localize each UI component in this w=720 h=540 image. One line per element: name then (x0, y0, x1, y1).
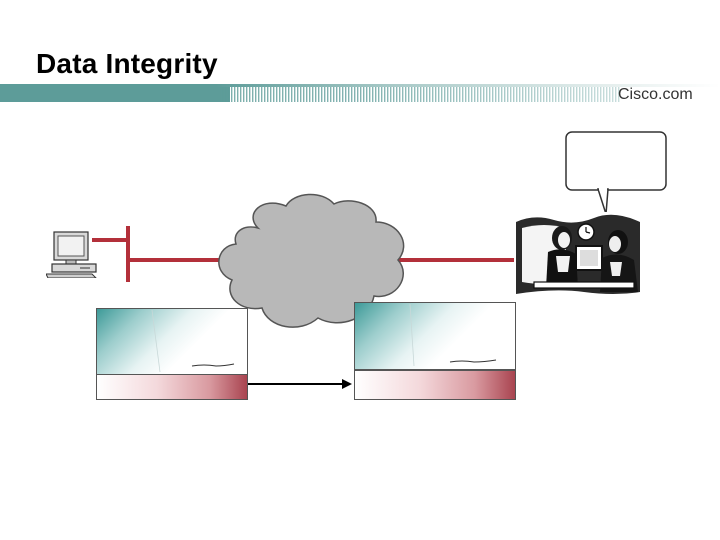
destination-panel-mark (409, 303, 497, 367)
network-cloud-icon (218, 193, 405, 328)
host-link (92, 238, 128, 242)
network-bus-bar (126, 226, 130, 282)
destination-data-panel (354, 302, 516, 370)
header-bar (0, 84, 720, 102)
transfer-arrowhead (342, 379, 352, 389)
source-panel-mark (151, 309, 235, 373)
source-hash-panel (96, 374, 248, 400)
slide-title: Data Integrity (36, 48, 218, 79)
desktop-computer-icon (46, 231, 97, 278)
network-link-right (396, 258, 526, 262)
destination-hash-panel (354, 370, 516, 400)
brand-logo-text: Cisco.com (618, 86, 693, 103)
network-link-left (128, 258, 228, 262)
speech-bubble-icon (565, 131, 667, 215)
source-data-panel (96, 308, 248, 376)
office-workers-icon (514, 212, 642, 296)
